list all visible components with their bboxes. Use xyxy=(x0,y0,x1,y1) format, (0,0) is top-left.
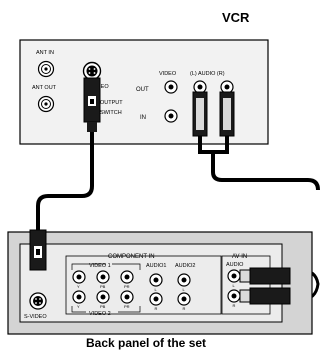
vcr-video-in-jack[interactable] xyxy=(164,109,178,123)
video1-pr-jack[interactable] xyxy=(120,270,134,284)
audio2-l-label: L xyxy=(183,287,186,292)
video1-y-jack[interactable] xyxy=(72,270,86,284)
audio2-l-jack[interactable] xyxy=(177,273,191,287)
vcr-switch-label: SWITCH xyxy=(100,110,122,116)
ant-in-jack[interactable] xyxy=(37,60,55,78)
vcr-audio-r-out-jack[interactable] xyxy=(220,80,234,94)
vcr-svideo-jack[interactable] xyxy=(82,61,102,81)
vcr-svideo-plug xyxy=(83,77,101,132)
av-audio-plugs xyxy=(239,267,291,305)
tv-svideo-jack[interactable] xyxy=(29,292,47,310)
svideo-cable xyxy=(36,132,94,230)
av-audio-l-label: L xyxy=(233,283,236,288)
vcr-audio-label: (L) AUDIO (R) xyxy=(190,71,225,77)
vcr-video-out-jack[interactable] xyxy=(164,80,178,94)
ant-out-jack[interactable] xyxy=(37,95,55,113)
audio1-r-jack[interactable] xyxy=(149,292,163,306)
video2-pb-jack[interactable] xyxy=(96,290,110,304)
video1-pb-label: PB xyxy=(100,284,106,289)
audio2-r-label: R xyxy=(183,306,186,311)
audio2-r-jack[interactable] xyxy=(177,292,191,306)
av-audio-r-label: R xyxy=(233,303,236,308)
av-in-label: AV IN xyxy=(232,254,247,260)
av-audio-l-jack[interactable] xyxy=(227,269,241,283)
video2-pr-label: PR xyxy=(124,304,130,309)
video2-label: VIDEO 2 xyxy=(89,311,111,317)
vcr-back-panel: ANT IN ANT OUT S-VIDEO OUTPUT SWITCH xyxy=(19,39,269,145)
tv-back-panel: S-VIDEO COMPONENT IN VIDEO 1 Y PB PR Y xyxy=(7,229,313,335)
av-audio-label: AUDIO xyxy=(226,262,244,268)
video1-pr-label: PR xyxy=(124,284,130,289)
vcr-out-label: OUT xyxy=(136,87,149,93)
video2-y-label: Y xyxy=(77,304,80,309)
vcr-audio-l-out-jack[interactable] xyxy=(193,80,207,94)
vcr-in-label: IN xyxy=(140,115,146,121)
tv-panel-caption: Back panel of the set xyxy=(86,336,206,350)
audio2-label: AUDIO2 xyxy=(175,263,195,269)
video1-pb-jack[interactable] xyxy=(96,270,110,284)
video2-pr-jack[interactable] xyxy=(120,290,134,304)
tv-svideo-plug xyxy=(29,229,47,271)
ant-in-label: ANT IN xyxy=(36,50,54,56)
video2-pb-label: PB xyxy=(100,304,106,309)
component-in-label: COMPONENT IN xyxy=(108,254,155,260)
vcr-title: VCR xyxy=(222,10,250,25)
ant-out-label: ANT OUT xyxy=(32,85,57,91)
video2-y-jack[interactable] xyxy=(72,290,86,304)
tv-svideo-label: S-VIDEO xyxy=(24,314,47,320)
audio1-label: AUDIO1 xyxy=(146,263,166,269)
vcr-video-label: VIDEO xyxy=(159,71,177,77)
av-audio-r-jack[interactable] xyxy=(227,289,241,303)
video1-label: VIDEO 1 xyxy=(89,263,111,269)
audio1-r-label: R xyxy=(155,306,158,311)
audio1-l-label: L xyxy=(155,287,158,292)
vcr-output-label: OUTPUT xyxy=(100,100,123,106)
video1-y-label: Y xyxy=(77,284,80,289)
vcr-audio-plugs xyxy=(192,91,235,137)
audio1-l-jack[interactable] xyxy=(149,273,163,287)
